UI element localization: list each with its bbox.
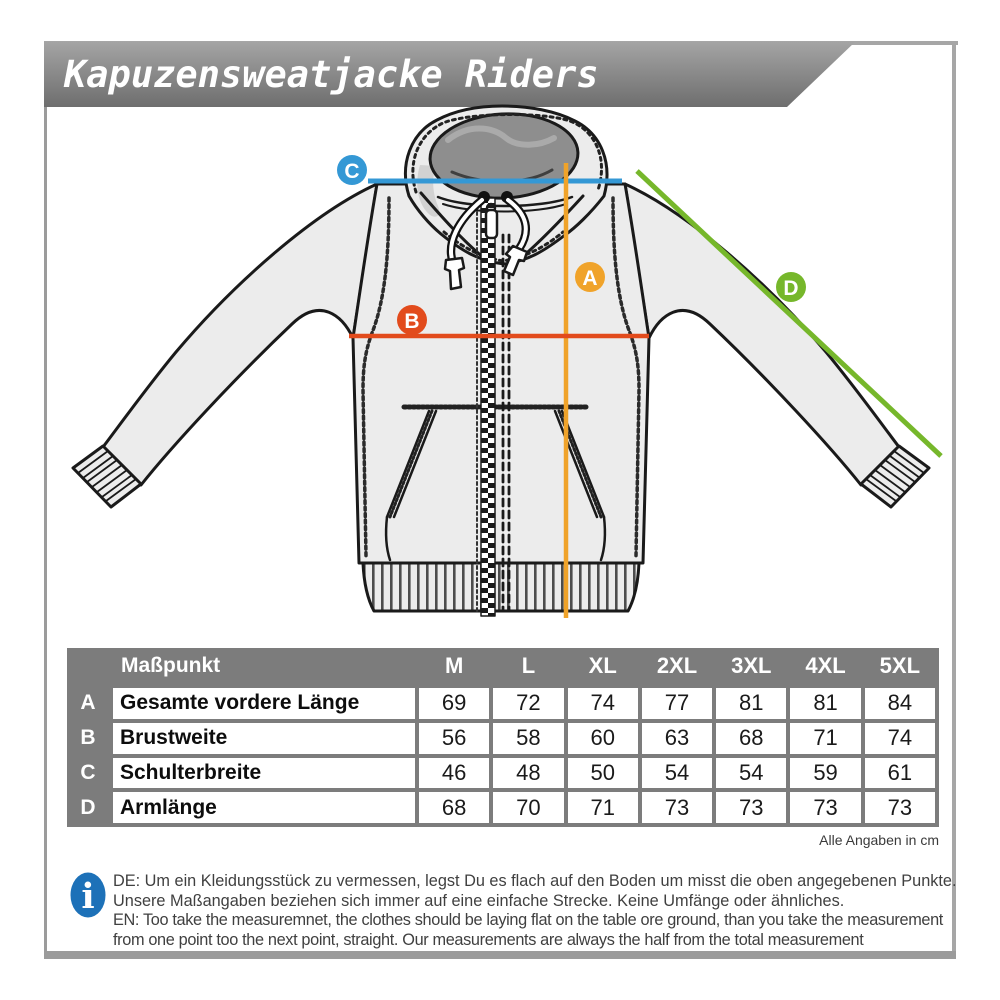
hem-band [361, 561, 641, 613]
size-table: Maßpunkt M L XL 2XL 3XL 4XL 5XL A Gesamt… [67, 648, 939, 827]
page-border-left [44, 42, 47, 955]
value-c-l: 48 [493, 757, 564, 789]
page-border-right [952, 41, 956, 958]
value-a-xl: 74 [567, 688, 638, 719]
value-a-3xl: 81 [716, 688, 787, 719]
row-key-c: C [80, 760, 96, 784]
jacket-drawing [71, 104, 931, 617]
value-b-5xl: 74 [864, 722, 935, 754]
value-a-5xl: 84 [864, 688, 935, 719]
badge-b [397, 305, 427, 335]
table-header-size-4xl: 4XL [805, 653, 846, 678]
hood-shading [417, 165, 440, 217]
left-aglet [443, 256, 466, 291]
measure-line-d [635, 169, 943, 458]
value-b-2xl: 63 [641, 722, 713, 754]
title-banner: Kapuzensweatjacke Riders [44, 42, 855, 107]
table-header-size-5xl: 5XL [879, 653, 921, 678]
info-icon: i [70, 872, 106, 918]
row-label-c: Schulterbreite [113, 757, 415, 789]
row-label-d: Armlänge [113, 792, 415, 823]
badge-c-label: C [344, 160, 359, 183]
value-c-2xl: 54 [641, 757, 713, 789]
zipper [476, 197, 511, 617]
table-header-size-m: M [444, 653, 464, 678]
table-corner [67, 648, 109, 684]
page-title: Kapuzensweatjacke Riders [64, 53, 599, 96]
value-d-5xl: 73 [864, 792, 935, 823]
measuring-instructions: DE: Um ein Kleidungsstück zu vermessen, … [113, 872, 957, 950]
jacket-body [351, 182, 651, 565]
badge-b-label: B [404, 310, 419, 333]
value-d-4xl: 73 [790, 792, 861, 823]
table-header-size-xl: XL [588, 653, 617, 678]
value-a-4xl: 81 [790, 688, 861, 719]
value-a-l: 72 [493, 688, 564, 719]
table-header-size-2xl: 2XL [656, 653, 698, 678]
instruction-line-3: EN: Too take the measuremnet, the clothe… [113, 911, 943, 929]
row-label-a: Gesamte vordere Länge [113, 688, 415, 719]
value-c-m: 46 [419, 757, 490, 789]
row-key-a: A [80, 691, 96, 715]
badge-d-label: D [783, 277, 798, 300]
instruction-line-2: Unsere Maßangaben beziehen sich immer au… [113, 891, 845, 910]
value-b-3xl: 68 [716, 722, 787, 754]
instruction-line-1: DE: Um ein Kleidungsstück zu vermessen, … [113, 872, 957, 890]
unit-note: Alle Angaben in cm [819, 832, 939, 848]
value-c-xl: 50 [567, 757, 638, 789]
page-border-bottom [44, 951, 956, 959]
value-b-l: 58 [493, 722, 564, 754]
value-d-xl: 71 [567, 792, 638, 823]
value-c-4xl: 59 [790, 757, 861, 789]
value-a-2xl: 77 [641, 688, 713, 719]
table-header-masspunkt: Maßpunkt [121, 654, 221, 677]
badge-a-label: A [582, 267, 597, 290]
value-b-xl: 60 [567, 722, 638, 754]
right-aglet [502, 244, 529, 277]
value-d-2xl: 73 [641, 792, 713, 823]
table-header-size-3xl: 3XL [731, 653, 772, 678]
badge-d [776, 272, 806, 302]
badge-c [337, 155, 367, 185]
row-key-b: B [80, 726, 96, 750]
value-b-m: 56 [419, 722, 490, 754]
value-d-l: 70 [493, 792, 564, 823]
value-c-3xl: 54 [716, 757, 787, 789]
value-c-5xl: 61 [864, 757, 935, 789]
svg-text:i: i [81, 876, 94, 917]
left-sleeve [101, 182, 379, 487]
row-key-d: D [80, 795, 96, 819]
instruction-line-4: from one point too the next point, strai… [113, 930, 864, 949]
value-d-m: 68 [419, 792, 490, 823]
right-sleeve [623, 182, 901, 487]
table-header-size-l: L [521, 653, 536, 678]
drawstrings [443, 191, 531, 291]
measurement-lines: C A B D [337, 155, 943, 618]
row-label-b: Brustweite [113, 722, 415, 754]
badge-a [575, 262, 605, 292]
value-d-3xl: 73 [716, 792, 787, 823]
value-a-m: 69 [419, 688, 490, 719]
value-b-4xl: 71 [790, 722, 861, 754]
